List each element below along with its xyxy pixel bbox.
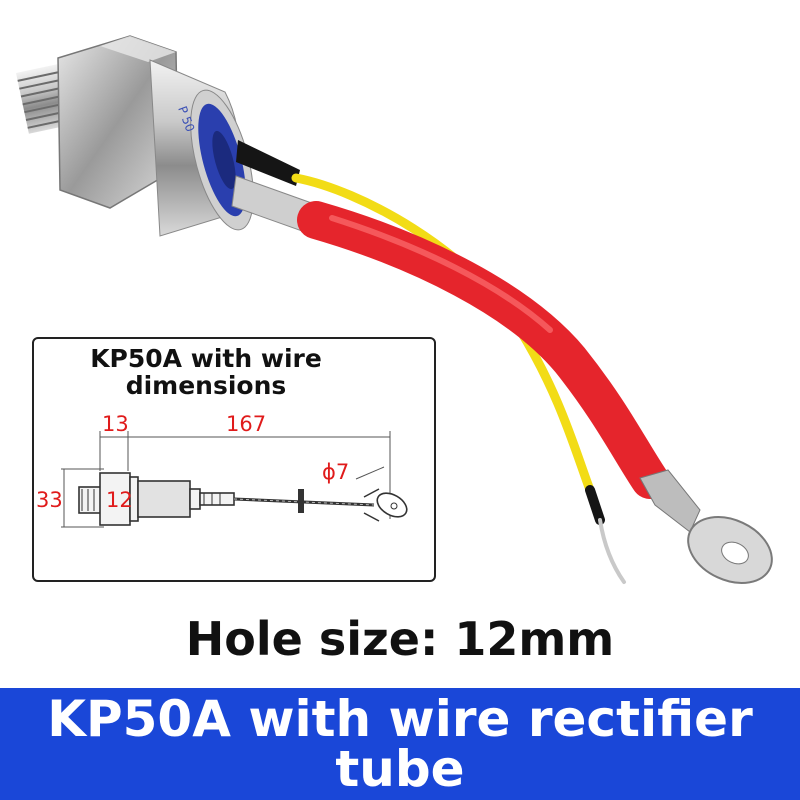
red-wire [297,201,669,499]
dim-13-label: 13 [102,412,129,436]
black-sleeve [236,140,300,186]
product-title-banner: KP50A with wire rectifier tube [0,688,800,800]
diagram-title: KP50A with wire dimensions [90,344,322,400]
dim-167-label: 167 [226,412,266,436]
hole-size-caption: Hole size: 12mm [185,612,615,666]
dim-12-label: 12 [106,488,133,512]
dimension-diagram: KP50A with wire dimensions [32,337,436,582]
dim-phi7-label: ϕ7 [322,460,349,484]
dim-33-label: 33 [36,488,63,512]
diagram-drawing: 13 167 33 12 ϕ7 [36,412,408,528]
ring-lug [639,469,773,584]
threaded-stud [16,64,70,134]
product-title: KP50A with wire rectifier tube [47,690,753,798]
